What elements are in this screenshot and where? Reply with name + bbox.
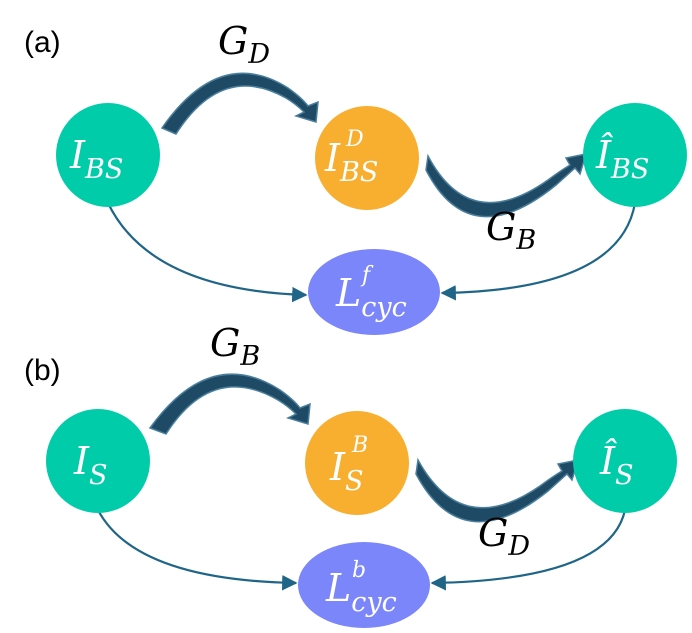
op-label-bottom-b: GD	[478, 511, 530, 562]
node-output-b	[573, 409, 677, 513]
connector-output-to-loss-b	[430, 509, 627, 591]
curved-arrow-bottom-a	[425, 153, 588, 218]
node-mid-b-label: IS	[329, 445, 364, 497]
node-output-a-label: ÎBS	[595, 133, 649, 185]
connector-input-to-loss-b	[97, 509, 298, 591]
node-input-a-label: IBS	[69, 133, 123, 185]
curved-arrow-bottom-b	[415, 457, 580, 523]
curved-arrow-top-a	[160, 72, 319, 135]
node-input-b-label: IS	[73, 439, 108, 491]
node-mid-a	[315, 106, 419, 210]
node-mid-b	[305, 411, 409, 515]
curved-arrow-top-b	[148, 373, 311, 435]
node-loss-b-label: Lcyc	[325, 566, 397, 618]
connector-input-to-loss	[107, 202, 308, 303]
node-output-b-label: ÎS	[599, 439, 634, 491]
node-mid-a-sup: D	[345, 127, 364, 152]
op-label-top-a: GD	[218, 19, 270, 70]
node-loss-b	[298, 542, 430, 628]
panel-b-label: (b)	[24, 354, 61, 387]
op-label-bottom-a: GB	[486, 205, 536, 256]
panel-a: (a) GD GB IBS IBS D ÎBS Lcyc f	[24, 19, 687, 335]
node-input-b	[46, 409, 150, 513]
node-loss-b-sup: b	[352, 558, 366, 583]
node-input-a	[56, 103, 160, 207]
panel-b: (b) GB GD IS IS B ÎS Lcyc b	[24, 321, 677, 628]
panel-a-label: (a)	[24, 26, 61, 59]
node-output-a	[583, 103, 687, 207]
connector-output-to-loss	[440, 202, 637, 301]
node-loss-a-label: Lcyc	[335, 271, 407, 323]
node-mid-b-sup: B	[351, 433, 368, 458]
op-label-top-b: GB	[210, 321, 260, 372]
node-mid-a-label: IBS	[324, 136, 378, 188]
node-loss-a	[308, 249, 440, 335]
